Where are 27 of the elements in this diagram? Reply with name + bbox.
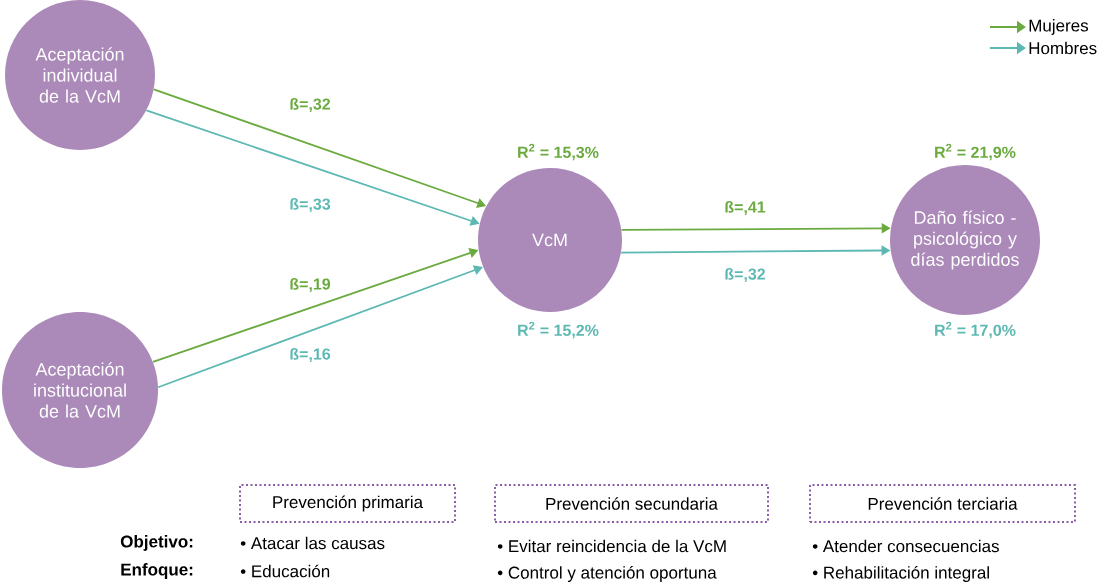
text-label: • Evitar reincidencia de la VcM [497,539,726,553]
r-squared-label: R$^{2}$ = 17,0% [935,321,1016,339]
dotted-box: Prevención primaria [239,484,456,523]
legend-label: Hombres [1029,41,1097,55]
circle-node: Daño físico - psicológico y días perdidos [890,165,1040,315]
text-label: • Atender consecuencias [812,539,999,553]
edge-label: ß=,32 [288,96,332,114]
text-label: • Educación [240,564,330,578]
text-label: • Control y atención oportuna [497,565,717,582]
edge-label: ß=,16 [288,346,332,364]
r-squared-label: R$^{2}$ = 21,9% [935,143,1016,161]
circle-node: Aceptación individual de la VcM [5,0,155,150]
edge-label: ß=,32 [723,266,767,284]
text-label: Objetivo: [120,535,193,551]
edge-label: ß=,33 [288,196,332,214]
r-squared-label: R$^{2}$ = 15,2% [518,321,599,339]
edge-label: ß=,41 [723,199,767,217]
dotted-box: Prevención terciaria [809,484,1076,523]
text-label: • Rehabilitación integral [812,565,989,582]
circle-node: Aceptación institucional de la VcM [2,312,158,468]
r-squared-label: R$^{2}$ = 15,3% [518,143,599,161]
arrow [157,265,483,389]
legend-label: Mujeres [1029,19,1089,35]
circle-node: VcM [478,168,622,312]
edge-label: ß=,19 [288,276,332,294]
text-label: Enfoque: [121,563,193,579]
dotted-box: Prevención secundaria [494,484,769,523]
